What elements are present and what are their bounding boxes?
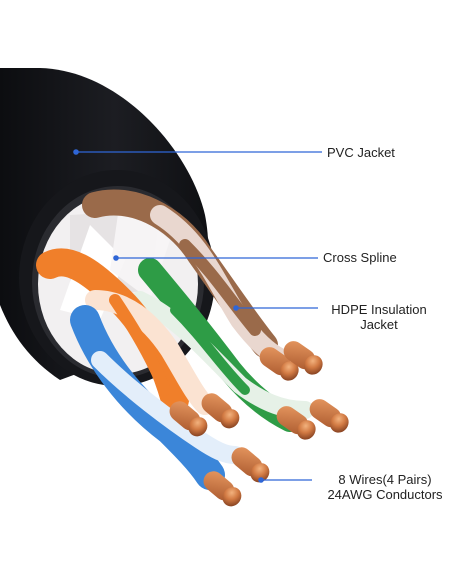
callout-dot-spline xyxy=(113,255,119,261)
copper-conductors xyxy=(169,341,349,507)
callout-lines xyxy=(73,149,322,483)
wires-label-line1: 8 Wires(4 Pairs) xyxy=(338,472,432,487)
hdpe-insulation-label: HDPE Insulation Jacket xyxy=(322,302,436,332)
callout-dot-pvc xyxy=(73,149,79,155)
green-pair xyxy=(131,258,314,432)
hdpe-label-line2: Jacket xyxy=(360,317,398,332)
cross-spline-label: Cross Spline xyxy=(323,250,397,265)
hdpe-label-line1: HDPE Insulation xyxy=(331,302,427,317)
wires-label-line2: 24AWG Conductors xyxy=(327,487,443,502)
wires-label: 8 Wires(4 Pairs) 24AWG Conductors xyxy=(316,472,452,502)
pvc-jacket-label: PVC Jacket xyxy=(327,145,395,160)
orange-pair xyxy=(36,248,215,415)
callout-dot-hdpe xyxy=(233,305,239,311)
callout-dot-wires xyxy=(258,477,264,483)
